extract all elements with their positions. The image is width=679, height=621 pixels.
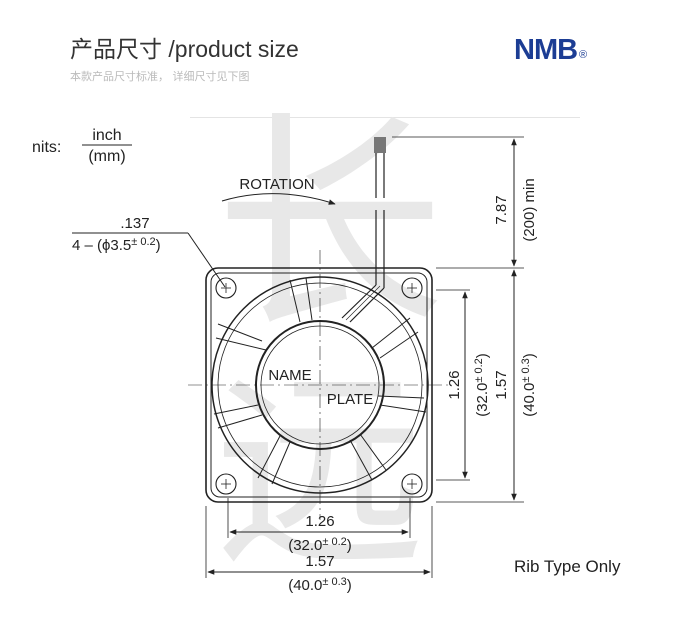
right-dimension-labels: 7.87 (200) min 1.26 (32.0± 0.2) 1.57 (40… (446, 178, 538, 416)
page-subtitle: 本款产品尺寸标准， 详细尺寸见下图 (70, 70, 250, 83)
watermark: 长 远 (215, 93, 445, 595)
title-english: /product size (162, 36, 299, 62)
h-outer-inch: 1.57 (305, 553, 334, 570)
registered-mark: ® (579, 49, 588, 61)
mount-hole-tl (215, 277, 237, 299)
lead-length-mm: (200) min (521, 178, 538, 241)
units-inch: inch (92, 127, 121, 144)
units-mm: (mm) (88, 148, 125, 165)
fan-body (188, 250, 450, 520)
units-prefix: nits: (32, 139, 61, 156)
nameplate: NAME PLATE (268, 367, 373, 408)
hole-callout-leader (187, 232, 226, 288)
hole-size-inch: .137 (120, 215, 149, 232)
mounting-hole-callout: .137 4 – (ϕ3.5± 0.2) (72, 215, 226, 288)
rotation-label: ROTATION (239, 176, 314, 193)
header-divider (190, 117, 580, 118)
lead-length-inch: 7.87 (493, 195, 510, 224)
h-outer-mm: (40.0± 0.3) (288, 576, 352, 594)
title-chinese: 产品尺寸 (70, 37, 162, 63)
rib-type-note: Rib Type Only (514, 557, 621, 576)
v-inner-inch: 1.26 (446, 370, 463, 399)
nameplate-line-1: NAME (268, 367, 311, 384)
h-inner-mm: (32.0± 0.2) (288, 536, 352, 554)
v-inner-mm: (32.0± 0.2) (473, 353, 491, 417)
page-title: 产品尺寸 /product size (70, 30, 299, 64)
hole-size-mm: 4 – (ϕ3.5± 0.2) (72, 236, 161, 254)
units-label: nits: inch (mm) (32, 127, 132, 165)
lead-wire (341, 137, 386, 323)
fan-frame-inner (210, 272, 428, 498)
bottom-dimension-labels: 1.26 (32.0± 0.2) 1.57 (40.0± 0.3) (288, 513, 352, 594)
h-inner-inch: 1.26 (305, 513, 334, 530)
v-outer-mm: (40.0± 0.3) (520, 353, 538, 417)
v-outer-inch: 1.57 (493, 370, 510, 399)
mount-hole-bl (215, 473, 237, 495)
nmb-logo: NMB® (514, 34, 587, 67)
mount-hole-tr (401, 277, 423, 299)
rotation-arrow (221, 193, 336, 205)
nameplate-line-2: PLATE (327, 391, 373, 408)
rotation-indicator: ROTATION (221, 176, 336, 205)
logo-text: NMB (514, 34, 578, 66)
watermark-char-1: 长 (215, 93, 445, 360)
mount-hole-br (401, 473, 423, 495)
bottom-dimensions (205, 498, 433, 578)
right-dimensions (392, 136, 524, 503)
